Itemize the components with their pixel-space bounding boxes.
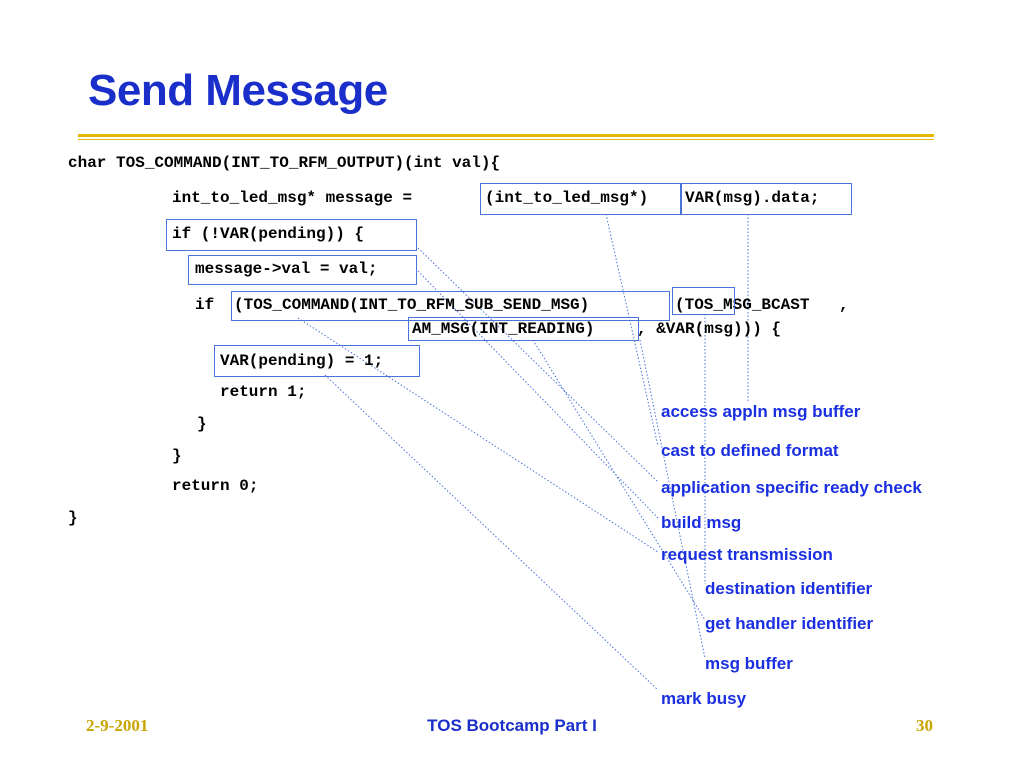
annotation-ready-check: application specific ready check <box>661 478 922 497</box>
code-line-11: return 0; <box>172 477 259 495</box>
box-cast <box>480 183 681 215</box>
annotation-cast-format: cast to defined format <box>661 441 839 460</box>
annotation-access-msg-buffer: access appln msg buffer <box>661 402 861 421</box>
code-line-5-command: (TOS_COMMAND(INT_TO_RFM_SUB_SEND_MSG) <box>234 296 590 314</box>
annotation-msg-buffer: msg buffer <box>705 654 793 673</box>
code-line-4: message->val = val; <box>195 260 378 278</box>
code-line-6-rest: , &VAR(msg))) { <box>637 320 782 338</box>
annotation-request-transmission: request transmission <box>661 545 833 564</box>
box-am-msg <box>408 317 639 341</box>
code-line-6-am-msg: AM_MSG(INT_READING) <box>412 320 595 338</box>
code-line-3: if (!VAR(pending)) { <box>172 225 365 243</box>
leader-build-msg <box>417 270 659 519</box>
annotation-destination-id: destination identifier <box>705 579 873 598</box>
box-build-msg <box>188 255 417 285</box>
footer-page-number: 30 <box>916 716 933 735</box>
code-line-2-cast: (int_to_led_msg*) <box>485 189 649 207</box>
code-line-8: return 1; <box>220 383 307 401</box>
annotation-handler-id: get handler identifier <box>705 614 874 633</box>
leader-msg-buffer <box>639 339 706 659</box>
code-line-1: char TOS_COMMAND(INT_TO_RFM_OUTPUT)(int … <box>68 154 501 172</box>
code-line-9: } <box>197 415 207 433</box>
title-rule-thick <box>78 134 934 137</box>
annotation-mark-busy: mark busy <box>661 689 747 708</box>
footer-date: 2-9-2001 <box>86 716 149 735</box>
title-rule-thin <box>78 139 934 140</box>
box-pending <box>214 345 420 377</box>
box-send-command <box>231 291 670 321</box>
code-line-10: } <box>172 447 182 465</box>
footer-title: TOS Bootcamp Part I <box>427 716 597 735</box>
leader-request-transmission <box>297 317 659 553</box>
box-ready-check <box>166 219 417 251</box>
code-line-2-prefix: int_to_led_msg* message = <box>172 189 422 207</box>
box-var-msg-data <box>681 183 852 215</box>
code-line-5-bcast: (TOS_MSG_BCAST <box>675 296 810 314</box>
code-line-2-var: VAR(msg).data; <box>685 189 820 207</box>
annotation-build-msg: build msg <box>661 513 742 532</box>
slide-title: Send Message <box>88 66 388 115</box>
code-line-5-prefix: if <box>195 296 224 314</box>
leader-cast-format <box>605 213 659 447</box>
code-line-7: VAR(pending) = 1; <box>220 352 384 370</box>
leader-mark-busy <box>324 374 659 691</box>
code-line-12: } <box>68 509 78 527</box>
code-line-5-comma: , <box>839 296 849 314</box>
box-bcast <box>672 287 735 315</box>
leader-handler-id <box>532 339 706 621</box>
